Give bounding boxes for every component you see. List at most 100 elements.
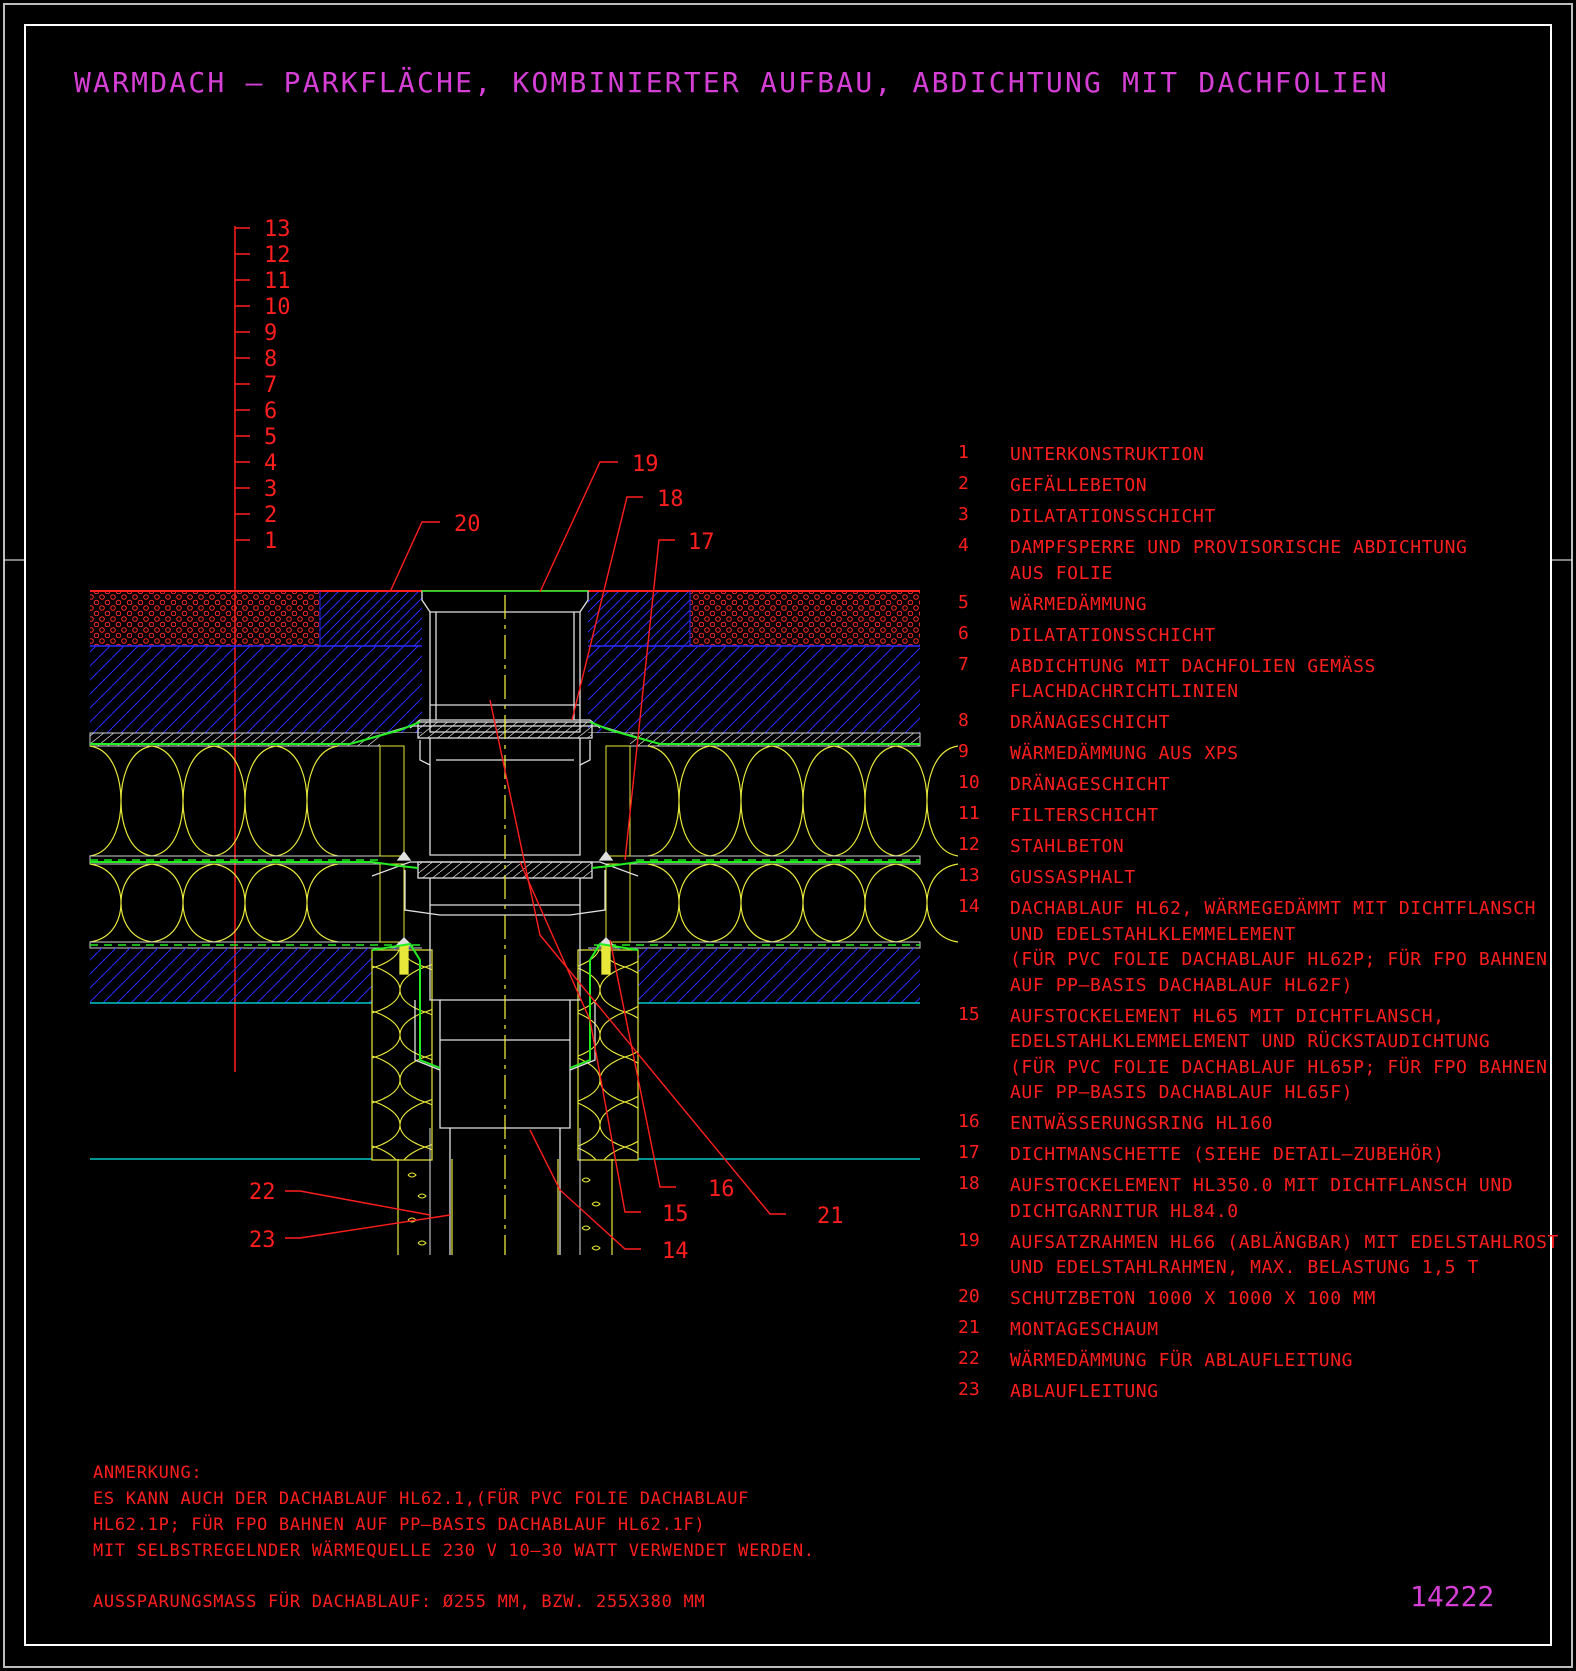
scale-label: 4 xyxy=(264,451,277,476)
legend-line: EDELSTAHLKLEMMELEMENT UND RÜCKSTAUDICHTU… xyxy=(1010,1031,1491,1052)
montageschaum-left xyxy=(371,949,433,1161)
scale-label: 11 xyxy=(264,269,291,294)
callout-15: 15 xyxy=(662,1202,689,1227)
notes: ANMERKUNG: ES KANN AUCH DER DACHABLAUF H… xyxy=(93,1460,815,1564)
legend-number: 16 xyxy=(958,1111,980,1132)
legend-line: GUSSASPHALT xyxy=(1010,867,1136,888)
insulation-wave xyxy=(89,745,153,857)
legend-text: DAMPFSPERRE UND PROVISORISCHE ABDICHTUNG… xyxy=(1010,535,1552,586)
legend-text: WÄRMEDÄMMUNG FÜR ABLAUFLEITUNG xyxy=(1010,1348,1552,1374)
legend-line: AUF PP–BASIS DACHABLAUF HL62F) xyxy=(1010,974,1354,996)
callout-14: 14 xyxy=(662,1239,689,1264)
scale-label: 5 xyxy=(264,425,277,450)
callout-16: 16 xyxy=(708,1177,735,1202)
legend-line: DRÄNAGESCHICHT xyxy=(1010,774,1171,795)
callout-19: 19 xyxy=(632,452,659,477)
legend-text: AUFSTOCKELEMENT HL65 MIT DICHTFLANSCH,ED… xyxy=(1010,1004,1552,1106)
legend-line: WÄRMEDÄMMUNG AUS XPS xyxy=(1010,743,1239,764)
legend-number: 11 xyxy=(958,803,980,824)
drawing-number: 14222 xyxy=(1410,1580,1495,1613)
legend-number: 8 xyxy=(958,710,969,731)
insulation-wave xyxy=(275,863,339,943)
legend-text: SCHUTZBETON 1000 X 1000 X 100 MM xyxy=(1010,1286,1552,1312)
insulation-wave xyxy=(647,863,711,943)
legend-number: 18 xyxy=(958,1173,980,1194)
insulation-wave xyxy=(213,863,277,943)
legend-text: DILATATIONSSCHICHT xyxy=(1010,504,1552,530)
dimension-note: AUSSPARUNGSMASS FÜR DACHABLAUF: Ø255 MM,… xyxy=(93,1592,706,1612)
legend-number: 3 xyxy=(958,504,969,525)
montageschaum-right xyxy=(577,949,639,1161)
scale-label: 13 xyxy=(264,217,291,242)
scale-label: 2 xyxy=(264,503,277,528)
legend-text: UNTERKONSTRUKTION xyxy=(1010,442,1552,468)
legend-item: 11 FILTERSCHICHT xyxy=(952,803,1552,829)
legend-text: FILTERSCHICHT xyxy=(1010,803,1552,829)
legend-item: 4 DAMPFSPERRE UND PROVISORISCHE ABDICHTUN… xyxy=(952,535,1552,586)
legend-number: 2 xyxy=(958,473,969,494)
legend-line: MONTAGESCHAUM xyxy=(1010,1319,1159,1340)
drawing-title: WARMDACH – PARKFLÄCHE, KOMBINIERTER AUFB… xyxy=(74,66,1389,99)
notes-line: MIT SELBSTREGELNDER WÄRMEQUELLE 230 V 10… xyxy=(93,1541,815,1561)
insulation-wave xyxy=(833,745,897,857)
legend-number: 20 xyxy=(958,1286,980,1307)
legend-text: STAHLBETON xyxy=(1010,834,1552,860)
legend-line: DRÄNAGESCHICHT xyxy=(1010,712,1171,733)
callout-21: 21 xyxy=(817,1204,844,1229)
insulation-wave xyxy=(895,863,959,943)
scale-label: 7 xyxy=(264,373,277,398)
legend-text: DRÄNAGESCHICHT xyxy=(1010,772,1552,798)
legend-number: 1 xyxy=(958,442,969,463)
legend-line: ABDICHTUNG MIT DACHFOLIEN GEMÄSS xyxy=(1010,655,1376,677)
legend-line: ENTWÄSSERUNGSRING HL160 xyxy=(1010,1113,1274,1134)
legend-number: 9 xyxy=(958,741,969,762)
legend-line: DILATATIONSSCHICHT xyxy=(1010,624,1216,646)
legend-number: 17 xyxy=(958,1142,980,1163)
legend-line: WÄRMEDÄMMUNG xyxy=(1010,593,1148,615)
legend-line: ABLAUFLEITUNG xyxy=(1010,1381,1159,1402)
legend-number: 4 xyxy=(958,535,969,556)
scale-label: 12 xyxy=(264,243,291,268)
legend-text: DRÄNAGESCHICHT xyxy=(1010,710,1552,736)
pipe-insulation-mark xyxy=(591,1245,601,1251)
legend-number: 6 xyxy=(958,622,969,644)
notes-line: ES KANN AUCH DER DACHABLAUF HL62.1,(FÜR … xyxy=(93,1489,750,1509)
legend-item: 8 DRÄNAGESCHICHT xyxy=(952,710,1552,736)
legend-text: DILATATIONSSCHICHT xyxy=(1010,623,1552,649)
legend-text: GEFÄLLEBETON xyxy=(1010,473,1552,499)
legend-line: FILTERSCHICHT xyxy=(1010,805,1159,826)
legend-line: (FÜR PVC FOLIE DACHABLAUF HL62P; FÜR FPO… xyxy=(1010,949,1548,970)
pipe-insulation-mark xyxy=(417,1240,427,1246)
legend-text: DACHABLAUF HL62, WÄRMEGEDÄMMT MIT DICHTF… xyxy=(1010,896,1552,998)
legend-number: 7 xyxy=(958,653,969,675)
outer-frame xyxy=(3,3,1573,1668)
legend-number: 13 xyxy=(958,865,980,886)
legend-line: UND EDELSTAHLKLEMMELEMENT xyxy=(1010,923,1296,945)
legend-text: WÄRMEDÄMMUNG xyxy=(1010,592,1552,618)
scale-label: 6 xyxy=(264,399,277,424)
legend-line: (FÜR PVC FOLIE DACHABLAUF HL65P; FÜR FPO… xyxy=(1010,1056,1548,1078)
legend-item: 3 DILATATIONSSCHICHT xyxy=(952,504,1552,530)
legend-text: DICHTMANSCHETTE (SIEHE DETAIL–ZUBEHÖR) xyxy=(1010,1142,1552,1168)
pipe-insulation-mark xyxy=(417,1193,427,1199)
legend-line: UND EDELSTAHLRAHMEN, MAX. BELASTUNG 1,5 … xyxy=(1010,1257,1479,1278)
insulation-wave xyxy=(151,745,215,857)
legend-line: DILATATIONSSCHICHT xyxy=(1010,506,1216,527)
legend-text: WÄRMEDÄMMUNG AUS XPS xyxy=(1010,741,1552,767)
legend-item: 13 GUSSASPHALT xyxy=(952,865,1552,891)
legend-number: 19 xyxy=(958,1229,980,1251)
notes-heading: ANMERKUNG: xyxy=(93,1463,203,1483)
insulation-wave xyxy=(771,745,835,857)
pipe-insulation-mark xyxy=(581,1177,591,1183)
legend-item: 9 WÄRMEDÄMMUNG AUS XPS xyxy=(952,741,1552,767)
scale-label: 1 xyxy=(264,529,277,554)
scale-label: 8 xyxy=(264,347,277,372)
